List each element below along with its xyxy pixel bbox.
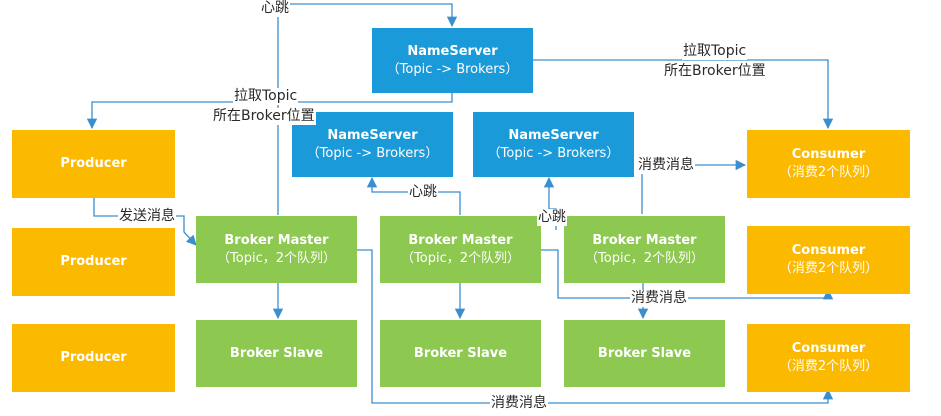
broker-master-2: Broker Master （Topic，2个队列） — [380, 216, 541, 283]
consumer-title: Consumer — [791, 243, 866, 258]
broker-slave-2: Broker Slave — [380, 320, 541, 387]
consume-message-label-1: 消费消息 — [637, 157, 695, 174]
nameserver-title: NameServer — [327, 127, 418, 143]
broker-master-subtitle: （Topic，2个队列） — [585, 250, 704, 266]
broker-slave-title: Broker Slave — [229, 345, 324, 361]
broker-master-3: Broker Master （Topic，2个队列） — [564, 216, 725, 283]
consumer-title: Consumer — [791, 341, 866, 356]
nameserver-left: NameServer （Topic -> Brokers） — [292, 112, 453, 177]
broker-master-1: Broker Master （Topic，2个队列） — [196, 216, 357, 283]
pull-topic-right-label-1: 拉取Topic — [682, 43, 748, 60]
broker-master-title: Broker Master — [224, 232, 329, 248]
pull-topic-left-label-2: 所在Broker位置 — [212, 108, 316, 125]
broker-slave-title: Broker Slave — [413, 345, 508, 361]
consume-message-label-2: 消费消息 — [630, 290, 688, 307]
heartbeat-top-label: 心跳 — [260, 0, 290, 17]
broker-master-subtitle: （Topic，2个队列） — [217, 250, 336, 266]
heartbeat-mid-label: 心跳 — [408, 184, 438, 201]
pull-topic-consumer-connector — [533, 59, 834, 130]
consume-message-3-connector — [356, 249, 834, 404]
producer-2: Producer — [12, 228, 175, 296]
consumer-subtitle: （消费2个队列） — [778, 165, 879, 180]
nameserver-subtitle: （Topic -> Brokers） — [487, 145, 620, 161]
pull-topic-right-label-2: 所在Broker位置 — [663, 63, 767, 80]
producer-1: Producer — [12, 130, 175, 198]
producer-title: Producer — [60, 350, 127, 365]
nameserver-subtitle: （Topic -> Brokers） — [386, 61, 519, 77]
consumer-subtitle: （消费2个队列） — [778, 359, 879, 374]
nameserver-right: NameServer （Topic -> Brokers） — [473, 112, 634, 177]
nameserver-title: NameServer — [508, 127, 599, 143]
consumer-2: Consumer （消费2个队列） — [747, 226, 910, 294]
broker-master-title: Broker Master — [408, 232, 513, 248]
consume-message-label-3: 消费消息 — [490, 395, 548, 412]
consume-message-2-connector — [541, 249, 834, 300]
send-message-connector — [93, 197, 197, 246]
consumer-title: Consumer — [791, 147, 866, 162]
nameserver-title: NameServer — [407, 43, 498, 59]
nameserver-subtitle: （Topic -> Brokers） — [306, 145, 439, 161]
pull-topic-left-label-1: 拉取Topic — [233, 88, 299, 105]
producer-title: Producer — [60, 156, 127, 171]
broker-master-subtitle: （Topic，2个队列） — [401, 250, 520, 266]
producer-3: Producer — [12, 324, 175, 392]
consumer-3: Consumer （消费2个队列） — [747, 324, 910, 392]
broker-slave-title: Broker Slave — [597, 345, 692, 361]
consumer-1: Consumer （消费2个队列） — [747, 130, 910, 198]
heartbeat-right-label: 心跳 — [537, 209, 567, 226]
broker-master-title: Broker Master — [592, 232, 697, 248]
broker-slave-3: Broker Slave — [564, 320, 725, 387]
producer-title: Producer — [60, 254, 127, 269]
nameserver-top: NameServer （Topic -> Brokers） — [372, 28, 533, 93]
consumer-subtitle: （消费2个队列） — [778, 261, 879, 276]
send-message-label: 发送消息 — [118, 208, 176, 225]
broker-slave-1: Broker Slave — [196, 320, 357, 387]
